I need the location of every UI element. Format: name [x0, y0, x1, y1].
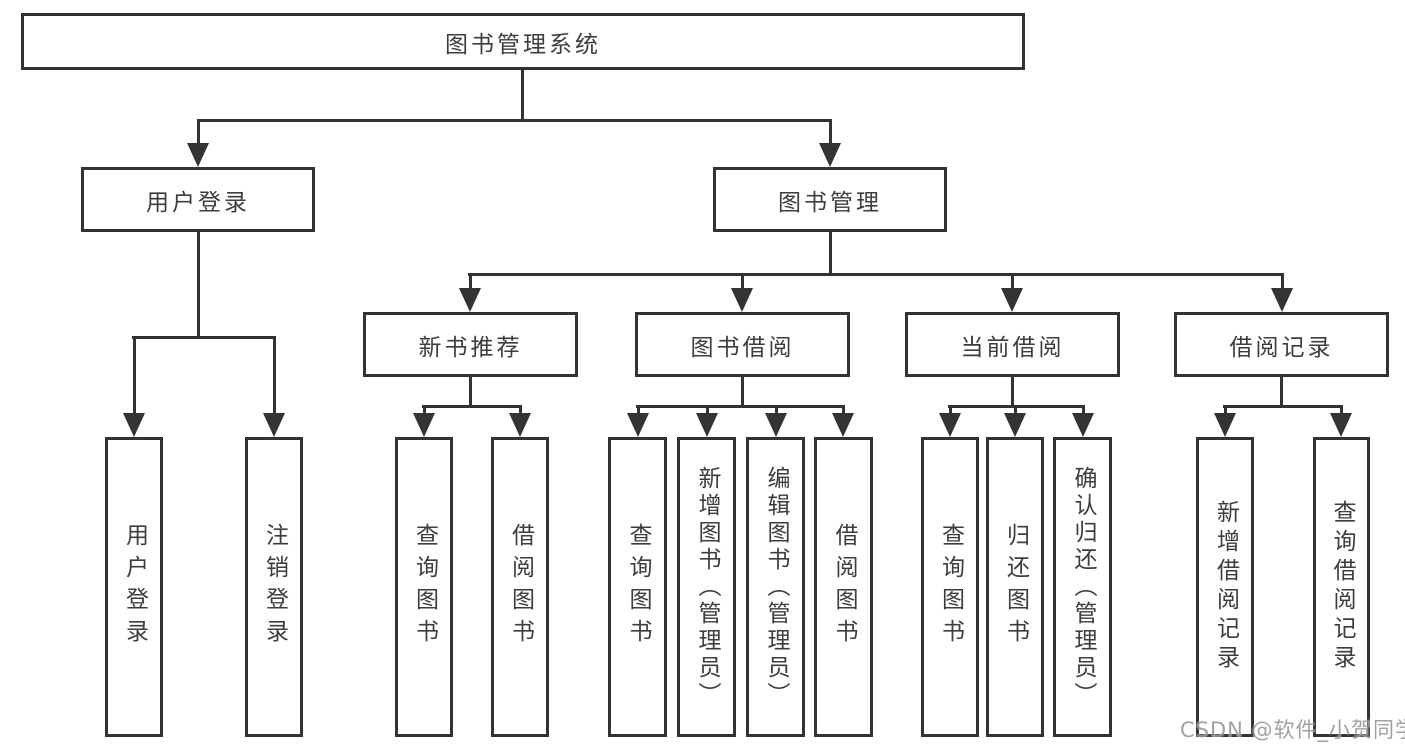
arrowhead-down [1271, 288, 1293, 312]
connector-line [1014, 405, 1017, 417]
arrowhead-down [509, 413, 531, 437]
leaf-borrowing-borrow-books: 借阅图书 [814, 437, 873, 737]
current-borrowing-label: 当前借阅 [960, 334, 1065, 361]
arrowhead-down [459, 288, 481, 312]
leaf-borrowing-add-books-admin-label: 新增图书（管理员） [694, 465, 720, 709]
arrowhead-down [832, 413, 854, 437]
arrowhead-down [819, 143, 841, 167]
arrowhead-down [1214, 413, 1236, 437]
connector-line [519, 405, 522, 417]
connector-line [197, 232, 200, 336]
leaf-recommend-query-books-label: 查询图书 [411, 523, 438, 651]
book-management-node-label: 图书管理 [778, 189, 882, 216]
arrowhead-down [731, 288, 753, 312]
leaf-current-return-books-label: 归还图书 [1002, 523, 1029, 651]
arrowhead-down [413, 413, 435, 437]
leaf-borrowing-edit-books-admin-label: 编辑图书（管理员） [763, 465, 789, 709]
leaf-records-query-record: 查询借阅记录 [1313, 437, 1370, 737]
connector-line [423, 405, 426, 417]
leaf-recommend-borrow-books: 借阅图书 [491, 437, 549, 737]
leaf-current-return-books: 归还图书 [986, 437, 1044, 737]
leaf-user-login: 用户登录 [105, 437, 163, 737]
connector-line [422, 405, 521, 408]
root-node: 图书管理系统 [21, 13, 1025, 70]
arrowhead-down [1072, 413, 1094, 437]
arrowhead-down [1330, 413, 1352, 437]
leaf-current-query-books: 查询图书 [921, 437, 979, 737]
leaf-current-confirm-return-admin: 确认归还（管理员） [1053, 437, 1112, 737]
connector-line [741, 273, 744, 290]
leaf-current-query-books-label: 查询图书 [937, 523, 964, 651]
connector-line [469, 273, 472, 290]
connector-line [133, 336, 136, 415]
leaf-borrowing-query-books: 查询图书 [608, 437, 667, 737]
leaf-recommend-query-books: 查询图书 [395, 437, 453, 737]
book-management-node: 图书管理 [713, 167, 947, 232]
connector-line [1340, 405, 1343, 417]
connector-line [1280, 377, 1283, 405]
connector-line [132, 336, 275, 339]
leaf-user-login-label: 用户登录 [121, 523, 148, 651]
connector-line [1281, 273, 1284, 290]
arrowhead-down [263, 413, 285, 437]
book-borrowing-node: 图书借阅 [635, 312, 850, 377]
user-login-node-label: 用户登录 [146, 189, 250, 216]
connector-line [273, 336, 276, 415]
arrowhead-down [696, 413, 718, 437]
leaf-logout-login-label: 注销登录 [261, 523, 288, 651]
connector-line [469, 377, 472, 405]
current-borrowing-node: 当前借阅 [905, 312, 1120, 377]
arrowhead-down [627, 413, 649, 437]
arrowhead-down [187, 143, 209, 167]
borrowing-records-node: 借阅记录 [1174, 312, 1389, 377]
connector-line [197, 119, 832, 122]
connector-line [1224, 405, 1227, 417]
leaf-current-confirm-return-admin-label: 确认归还（管理员） [1070, 465, 1096, 709]
arrowhead-down [1004, 413, 1026, 437]
connector-line [842, 405, 845, 417]
connector-line [949, 405, 952, 417]
connector-line [1082, 405, 1085, 417]
leaf-records-add-record: 新增借阅记录 [1196, 437, 1254, 737]
borrowing-records-label: 借阅记录 [1229, 334, 1334, 361]
csdn-watermark: CSDN @软件_小贺同学 [1180, 718, 1405, 742]
connector-line [775, 405, 778, 417]
connector-line [1011, 377, 1014, 405]
connector-line [468, 273, 1284, 276]
arrowhead-down [765, 413, 787, 437]
new-book-recommendation-label: 新书推荐 [418, 334, 523, 361]
leaf-records-add-record-label: 新增借阅记录 [1212, 500, 1239, 674]
connector-line [197, 119, 200, 147]
connector-line [1223, 405, 1342, 408]
arrowhead-down [1001, 288, 1023, 312]
leaf-borrowing-add-books-admin: 新增图书（管理员） [677, 437, 736, 737]
book-borrowing-label: 图书借阅 [690, 334, 795, 361]
connector-line [829, 232, 832, 273]
leaf-borrowing-query-books-label: 查询图书 [625, 523, 651, 651]
connector-line [1011, 273, 1014, 290]
leaf-borrowing-edit-books-admin: 编辑图书（管理员） [746, 437, 805, 737]
user-login-node: 用户登录 [81, 167, 315, 232]
connector-line [521, 70, 524, 119]
connector-line [741, 377, 744, 405]
root-node-label: 图书管理系统 [445, 31, 601, 58]
arrowhead-down [939, 413, 961, 437]
leaf-records-query-record-label: 查询借阅记录 [1329, 500, 1355, 674]
arrowhead-down [123, 413, 145, 437]
connector-line [636, 405, 844, 408]
leaf-logout-login: 注销登录 [245, 437, 303, 737]
leaf-recommend-borrow-books-label: 借阅图书 [507, 523, 534, 651]
leaf-borrowing-borrow-books-label: 借阅图书 [831, 523, 857, 651]
connector-line [706, 405, 709, 417]
connector-line [829, 119, 832, 147]
new-book-recommendation-node: 新书推荐 [363, 312, 578, 377]
connector-line [637, 405, 640, 417]
